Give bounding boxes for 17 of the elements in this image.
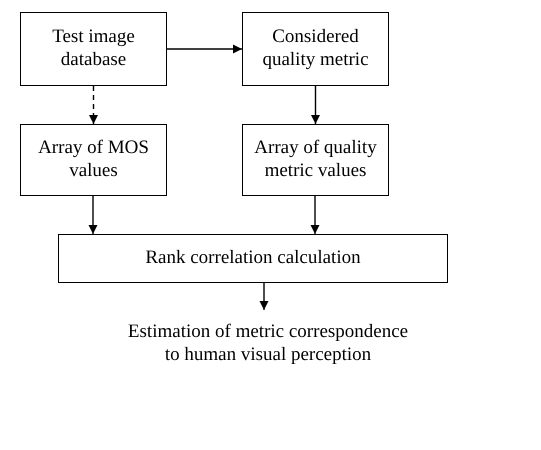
process-box: [58, 234, 448, 283]
arrow: [311, 86, 320, 124]
arrow: [89, 86, 98, 124]
box-label: Rank correlation calculation: [144, 247, 362, 270]
process-box: [242, 124, 389, 196]
box-label: Considered quality metric: [261, 26, 370, 72]
box-label: Estimation of metric correspondence to human visual perception: [126, 321, 410, 367]
arrow: [260, 283, 268, 310]
arrow: [310, 196, 320, 234]
process-box: [20, 12, 167, 86]
arrow: [88, 196, 98, 234]
process-box: [242, 12, 389, 86]
arrow: [167, 44, 242, 54]
process-box: [20, 124, 167, 196]
box-label: Array of quality metric values: [253, 137, 378, 183]
box-label: Array of MOS values: [37, 137, 150, 183]
box-label: Test image database: [51, 26, 136, 72]
